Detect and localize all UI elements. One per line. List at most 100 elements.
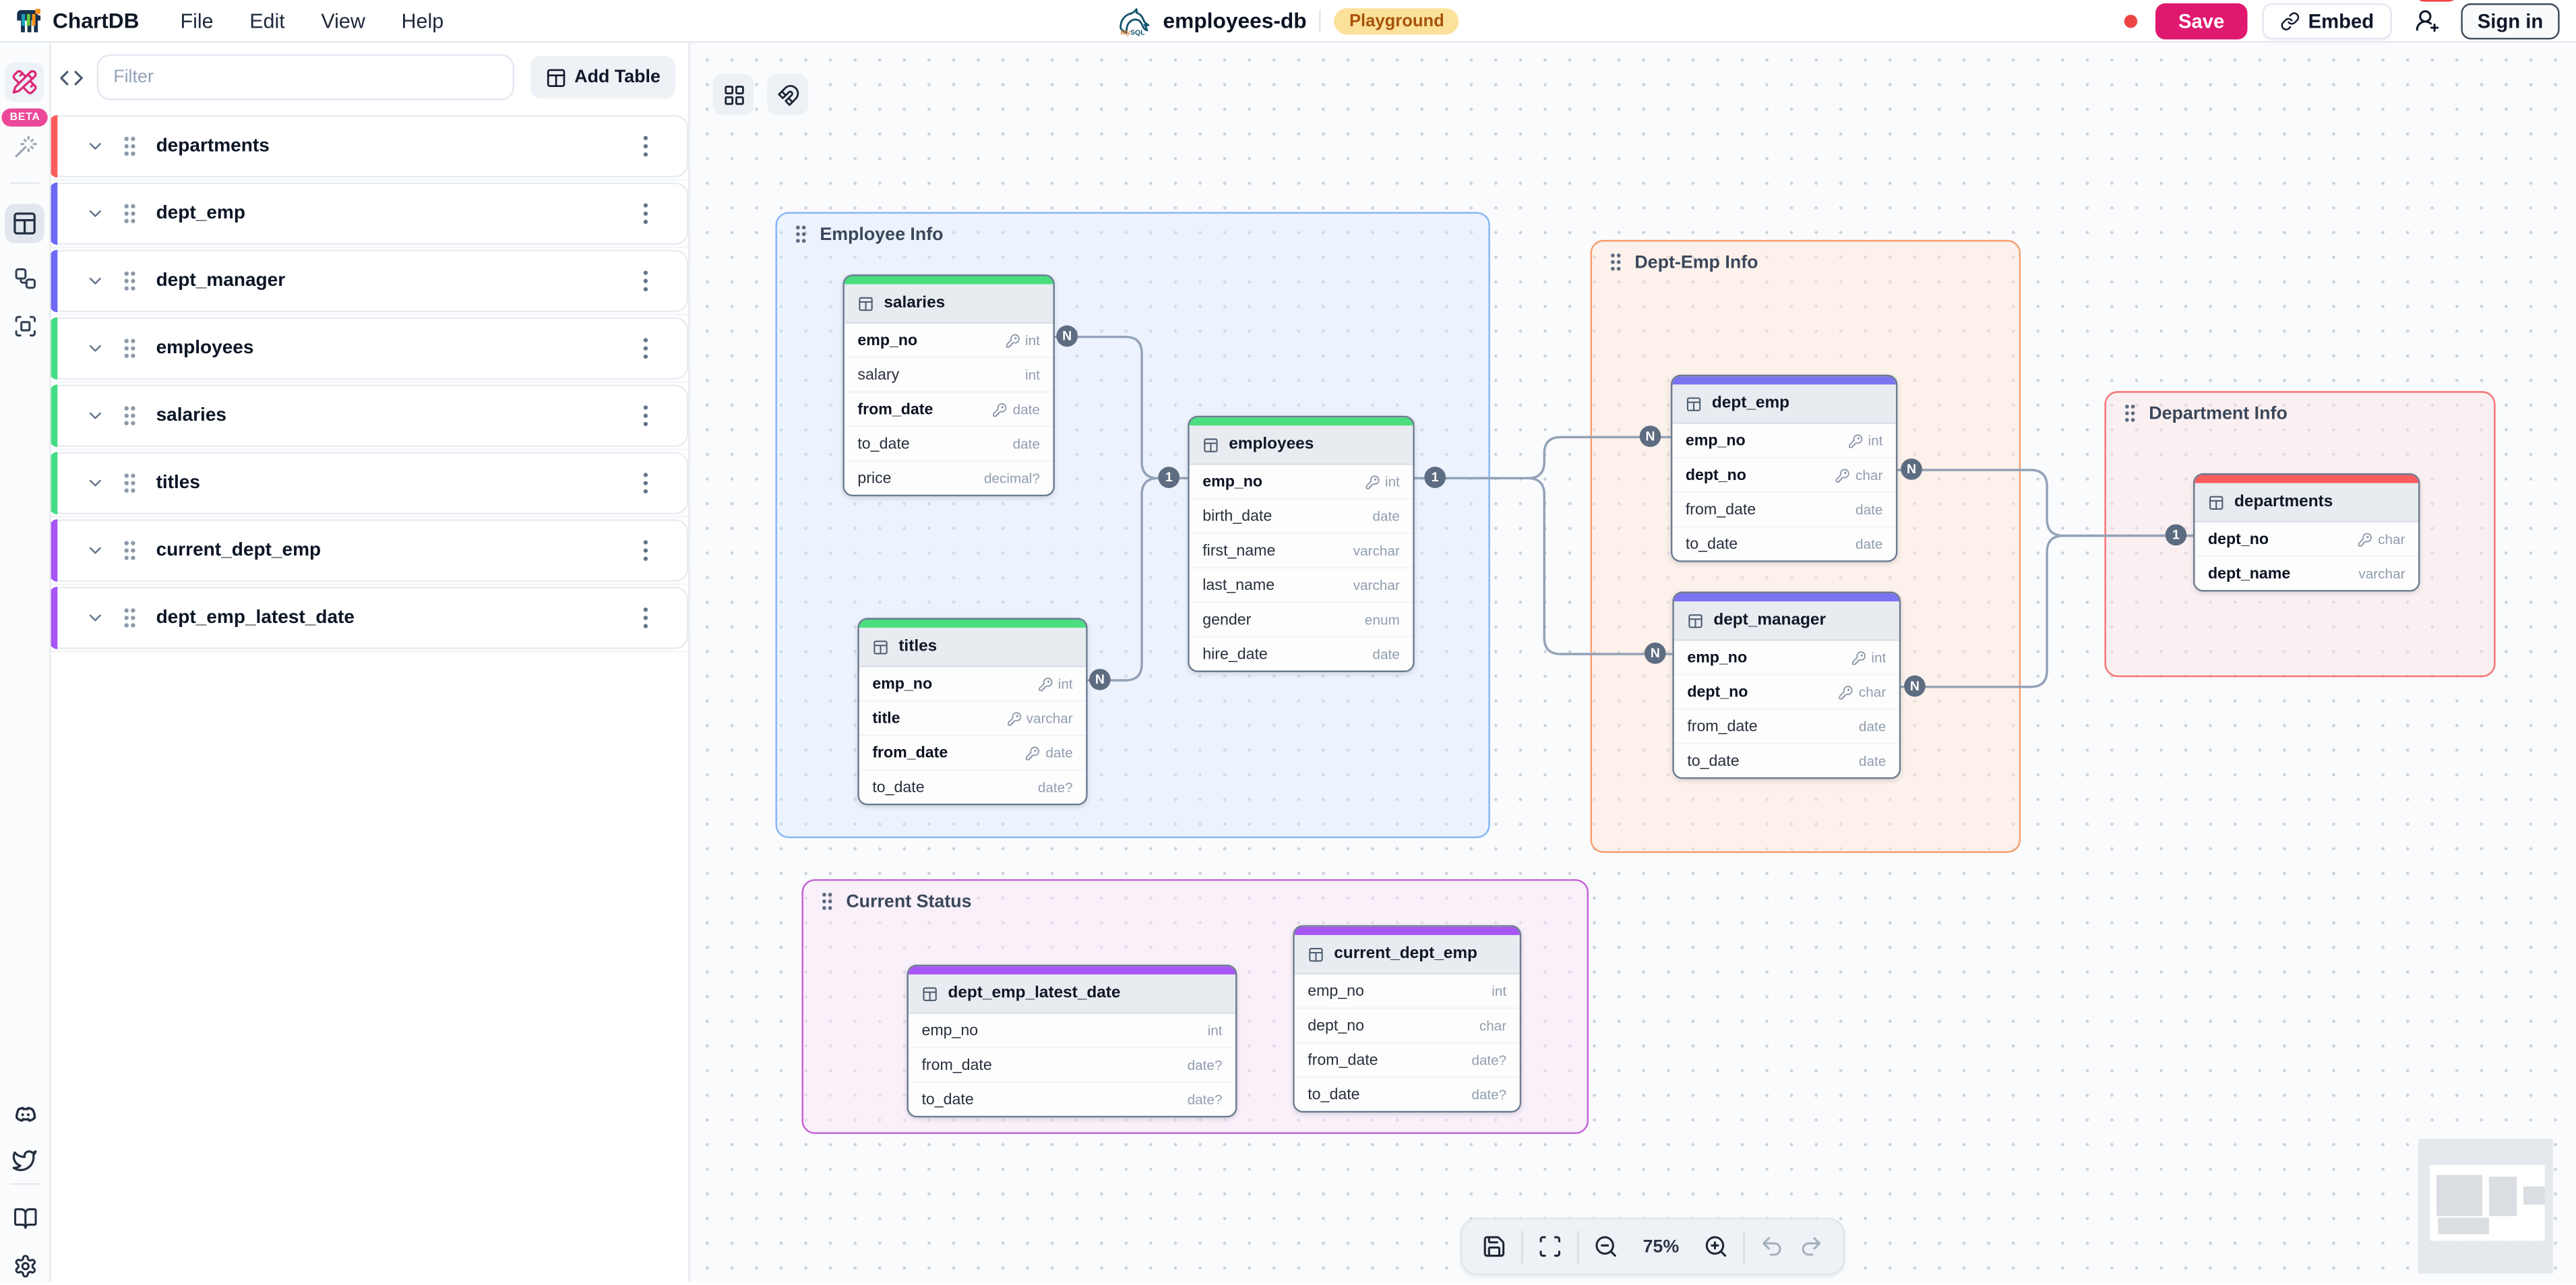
ai-wand-button[interactable] [5,127,44,167]
drag-handle-icon[interactable] [1608,251,1623,273]
drag-handle-icon[interactable] [121,539,137,562]
cardinality-badge[interactable]: N [1901,458,1922,480]
filter-input[interactable] [96,54,514,100]
chevron-down-icon[interactable] [86,406,105,425]
drag-handle-icon[interactable] [2122,402,2137,424]
cardinality-badge[interactable]: 1 [1158,467,1180,488]
chevron-down-icon[interactable] [86,136,105,156]
drag-handle-icon[interactable] [121,337,137,360]
sidebar-item-dept_manager[interactable]: dept_manager [49,248,689,316]
sidebar-item-departments[interactable]: departments [49,113,689,181]
drag-handle-icon[interactable] [121,405,137,427]
diagram-name[interactable]: employees-db [1163,8,1307,33]
cardinality-badge[interactable]: N [1904,675,1926,697]
sidebar-item-titles[interactable]: titles [49,450,689,518]
more-options-icon[interactable] [642,337,649,360]
areas-panel-button[interactable] [5,305,44,345]
cardinality-badge[interactable]: N [1089,669,1111,690]
relationships-panel-button[interactable] [5,258,44,298]
twitter-button[interactable] [5,1141,44,1181]
save-diagram-button[interactable] [1482,1234,1507,1259]
discord-button[interactable] [5,1094,44,1134]
more-options-icon[interactable] [642,202,649,225]
more-options-icon[interactable] [642,270,649,293]
sidebar-item-current_dept_emp[interactable]: current_dept_emp [49,517,689,585]
cardinality-badge[interactable]: N [1056,325,1078,347]
sidebar-item-dept_emp[interactable]: dept_emp [49,181,689,249]
drag-handle-icon[interactable] [793,224,808,245]
snap-magnet-button[interactable] [767,73,809,115]
embed-button[interactable]: Embed [2262,2,2392,39]
drag-handle-icon[interactable] [121,472,137,495]
editor-tools-button[interactable] [5,62,44,102]
menu-view[interactable]: View [321,9,365,32]
code-view-toggle[interactable] [59,65,84,90]
sidebar-item-employees[interactable]: employees [49,316,689,383]
undo-button[interactable] [1760,1234,1785,1259]
drag-handle-icon[interactable] [820,891,834,912]
drag-handle-icon[interactable] [121,606,137,629]
cardinality-badge[interactable]: N [1639,425,1661,447]
cardinality-badge[interactable]: N [1644,642,1666,664]
fit-view-button[interactable] [1538,1234,1563,1259]
invite-user-button[interactable]: NEW [2406,0,2458,40]
zoom-in-button[interactable] [1704,1234,1729,1259]
docs-button[interactable] [5,1198,44,1238]
chevron-down-icon[interactable] [86,271,105,291]
cardinality-badge[interactable]: 1 [2165,524,2187,546]
zoom-level[interactable]: 75% [1643,1236,1680,1257]
chevron-down-icon[interactable] [86,473,105,493]
settings-button[interactable] [5,1246,44,1285]
zoom-out-button[interactable] [1593,1234,1618,1259]
chevron-down-icon[interactable] [86,338,105,358]
redo-button[interactable] [1799,1234,1824,1259]
menu-file[interactable]: File [180,9,214,32]
drag-handle-icon[interactable] [121,270,137,293]
save-button[interactable]: Save [2155,2,2248,39]
more-options-icon[interactable] [642,472,649,495]
menu-edit[interactable]: Edit [249,9,285,32]
chevron-down-icon[interactable] [86,608,105,628]
add-table-button[interactable]: Add Table [530,55,675,99]
layout-grid-button[interactable] [712,73,754,115]
cardinality-badge[interactable]: 1 [1424,467,1446,488]
drag-handle-icon[interactable] [121,135,137,158]
more-options-icon[interactable] [642,135,649,158]
sidebar-item-dept_emp_latest_date[interactable]: dept_emp_latest_date [49,585,689,653]
